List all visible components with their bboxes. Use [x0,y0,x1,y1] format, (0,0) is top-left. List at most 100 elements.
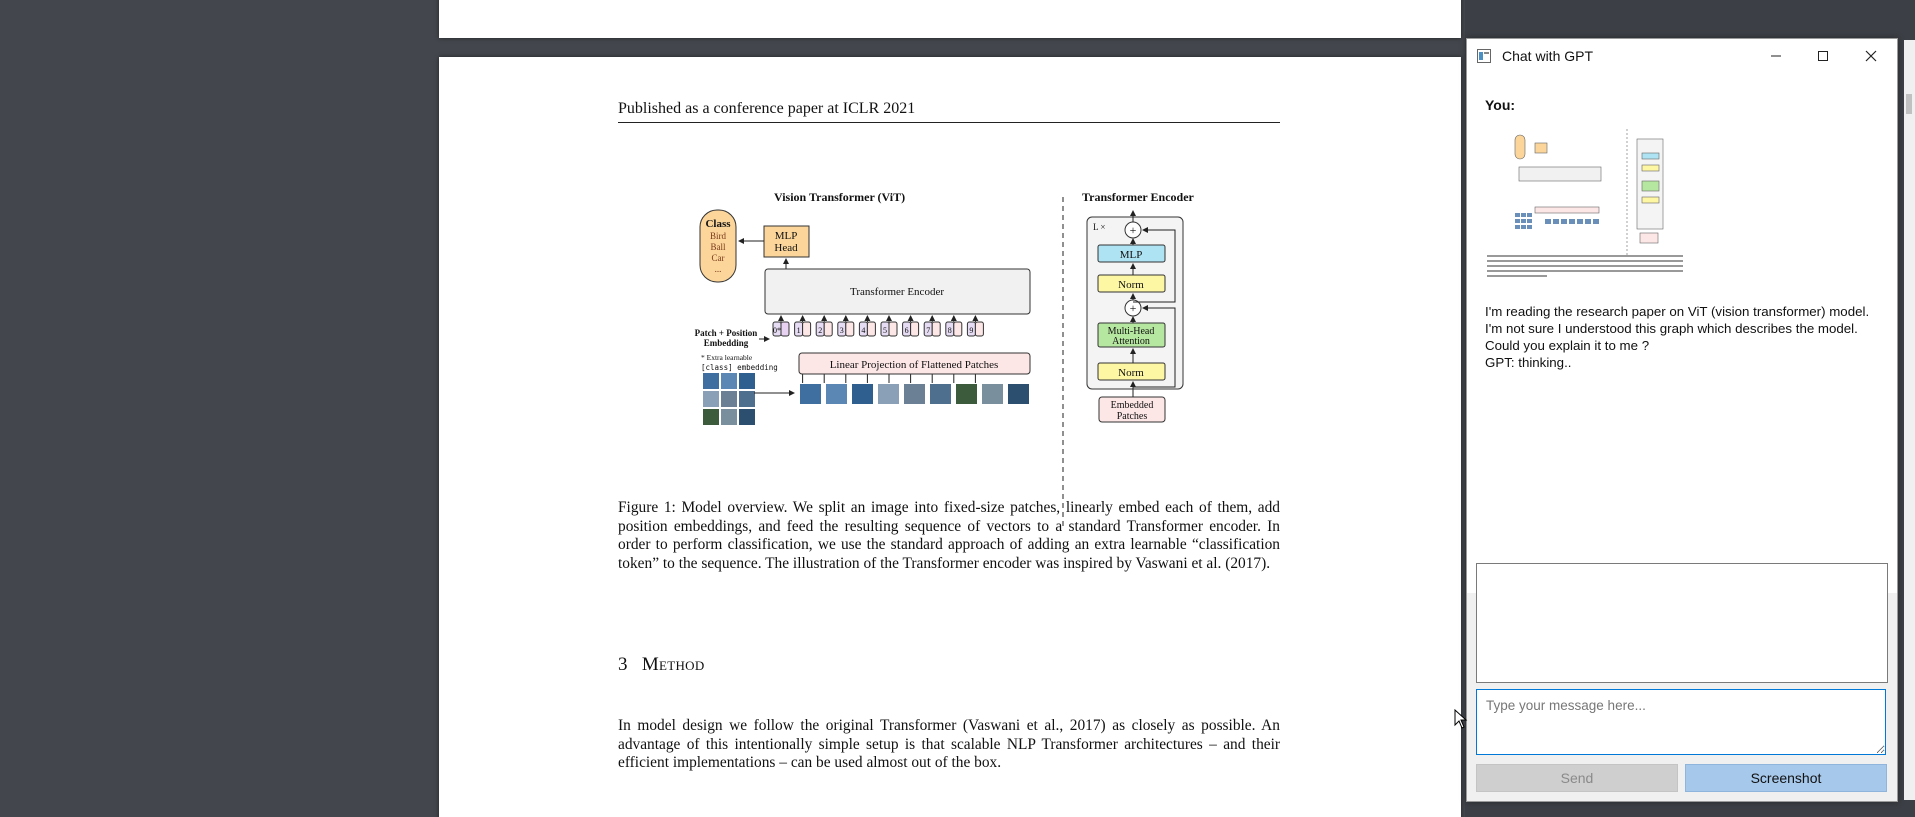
you-label: You: [1485,97,1516,113]
embedded-patches-label: Embedded [1111,400,1154,411]
response-area[interactable] [1476,563,1888,683]
mlp-head-label: Head [774,242,798,254]
token-label: 2 [818,326,822,335]
token-label: 4 [861,326,865,335]
class-label: Class [705,218,731,230]
token-label: 5 [883,326,887,335]
token-9: 9 [966,315,984,337]
add-sign: + [1130,301,1137,315]
title-bar[interactable]: Chat with GPT [1467,39,1897,73]
close-button[interactable] [1848,39,1894,73]
linear-projection-box [798,352,1031,375]
token-7: 7 [923,315,941,337]
token-row: 0* 1 2 3 4 5 6 7 8 9 [772,315,984,383]
transformer-encoder-box [764,268,1031,315]
norm-label: Norm [1118,367,1144,379]
app-icon [1477,49,1491,63]
token-6: 6 [902,315,920,337]
mlp-head-label: MLP [775,230,798,242]
class-item: ... [715,264,722,274]
patch-embedding-label: Patch + Position [695,328,758,338]
norm-box [1097,274,1166,293]
sequence-patch [878,384,899,404]
image-patch [703,373,719,389]
patch-embedding-label: Embedding [704,338,749,348]
class-item: Bird [710,231,727,241]
encoder-title: Transformer Encoder [1082,190,1195,204]
vit-title: Vision Transformer (ViT) [774,190,905,204]
mha-box [1097,322,1166,348]
sequence-patch [930,384,951,404]
embedded-patches-box [1098,396,1166,423]
extra-note: * Extra learnable [701,353,753,362]
figure-caption: Figure 1: Model overview. We split an im… [618,499,1280,572]
extra-note: [class] embedding [701,363,778,372]
send-button[interactable]: Send [1476,764,1678,792]
section-heading: 3 Method [618,654,705,676]
token-1: 1 [794,315,812,337]
image-patch [739,391,755,407]
token-label: 8 [948,326,952,335]
pdf-page: Published as a conference paper at ICLR … [439,57,1461,817]
user-message: I'm reading the research paper on ViT (v… [1485,304,1870,353]
sequence-patch [1008,384,1029,404]
token-label: 3 [840,326,844,335]
minimize-button[interactable] [1753,39,1799,73]
page-header: Published as a conference paper at ICLR … [618,100,916,117]
image-patch [739,373,755,389]
screenshot-button[interactable]: Screenshot [1685,764,1887,792]
sequence-patch [852,384,873,404]
image-patch-grid [703,373,755,425]
class-item: Ball [711,242,726,252]
vit-figure: Vision Transformer (ViT) Transformer Enc… [695,190,1195,527]
maximize-icon [1818,51,1828,61]
token-3: 3 [837,315,855,337]
scrollbar-thumb[interactable] [1906,94,1912,114]
token-2: 2 [815,315,833,337]
mlp-label: MLP [1120,249,1143,261]
sequence-patch [956,384,977,404]
image-patch [739,409,755,425]
image-patch [721,409,737,425]
section-number: 3 [618,654,628,675]
token-label: 7 [926,326,930,335]
pdf-viewer[interactable]: Published as a conference paper at ICLR … [0,0,1465,817]
image-patch [703,409,719,425]
chat-message: I'm reading the research paper on ViT (v… [1485,303,1885,371]
token-4: 4 [858,315,876,337]
minimize-icon [1771,55,1781,57]
token-label: 0* [773,326,781,335]
mlp-box [1097,244,1166,263]
image-patch [721,391,737,407]
sequence-patch [982,384,1003,404]
transformer-encoder-label: Transformer Encoder [850,286,944,298]
patch-sequence [800,384,1029,404]
section-title: Method [641,654,705,675]
embedded-patches-label: Patches [1117,411,1148,422]
sequence-patch [826,384,847,404]
add-sign: + [1130,223,1137,237]
mouse-cursor-icon [1454,709,1468,729]
token-8: 8 [945,315,963,337]
header-rule [618,122,1280,123]
linear-projection-label: Linear Projection of Flattened Patches [830,359,999,371]
token-label: 9 [969,326,973,335]
message-input[interactable] [1476,689,1886,755]
token-label: 6 [905,326,909,335]
image-patch [721,373,737,389]
gpt-status: GPT: thinking.. [1485,355,1572,370]
screenshot-thumbnail [1485,125,1728,295]
token-5: 5 [880,315,898,337]
sequence-patch [800,384,821,404]
close-icon [1865,50,1877,62]
token-label: 1 [797,326,801,335]
body-paragraph: In model design we follow the original T… [618,717,1280,772]
previous-page [439,0,1461,38]
token-0: 0* [772,315,790,337]
chat-scrollbar[interactable] [1904,40,1915,800]
maximize-button[interactable] [1800,39,1846,73]
mlp-head-box [763,225,810,258]
chat-window: Chat with GPT You: [1466,38,1898,802]
image-patch [703,391,719,407]
mha-label: Attention [1112,336,1150,347]
